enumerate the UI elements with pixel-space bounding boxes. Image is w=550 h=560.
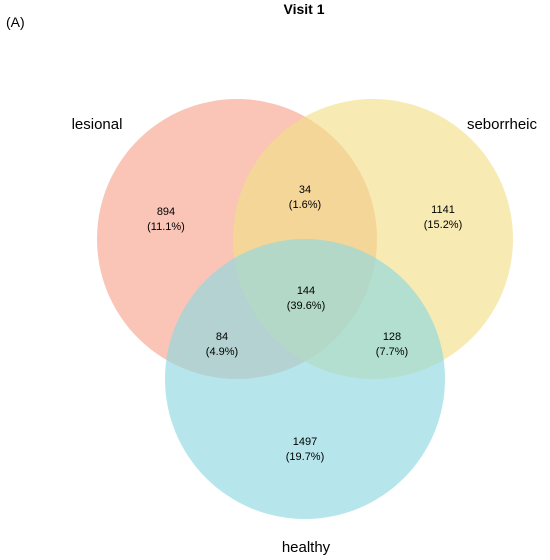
region-count: 144 (297, 285, 315, 297)
region-lesional-only: 894 (11.1%) (147, 206, 185, 233)
region-count: 894 (157, 206, 175, 218)
region-percent: (15.2%) (424, 219, 463, 231)
set-labels: lesional seborrheic healthy (72, 116, 538, 556)
region-percent: (11.1%) (147, 221, 185, 233)
panel-label: (A) (6, 14, 25, 30)
region-percent: (19.7%) (286, 451, 325, 463)
diagram-title: Visit 1 (284, 1, 325, 17)
region-count: 1141 (431, 204, 455, 216)
region-labels: 894 (11.1%) 34 (1.6%) 1141 (15.2%) 144 (… (147, 184, 462, 463)
region-count: 34 (299, 184, 311, 196)
region-count: 1497 (293, 436, 317, 448)
region-lesional-healthy: 84 (4.9%) (206, 331, 238, 358)
set-label-healthy: healthy (282, 539, 331, 556)
region-percent: (7.7%) (376, 346, 408, 358)
region-percent: (39.6%) (287, 300, 326, 312)
venn-circles (97, 99, 513, 519)
region-all-three: 144 (39.6%) (287, 285, 326, 312)
region-count: 84 (216, 331, 228, 343)
region-seborrheic-only: 1141 (15.2%) (424, 204, 463, 231)
region-seborrheic-healthy: 128 (7.7%) (376, 331, 408, 358)
region-count: 128 (383, 331, 401, 343)
region-percent: (1.6%) (289, 199, 321, 211)
region-lesional-seborrheic: 34 (1.6%) (289, 184, 321, 211)
set-label-seborrheic: seborrheic (467, 116, 538, 133)
region-healthy-only: 1497 (19.7%) (286, 436, 325, 463)
set-label-lesional: lesional (72, 116, 123, 133)
region-percent: (4.9%) (206, 346, 238, 358)
healthy-circle (165, 239, 445, 519)
